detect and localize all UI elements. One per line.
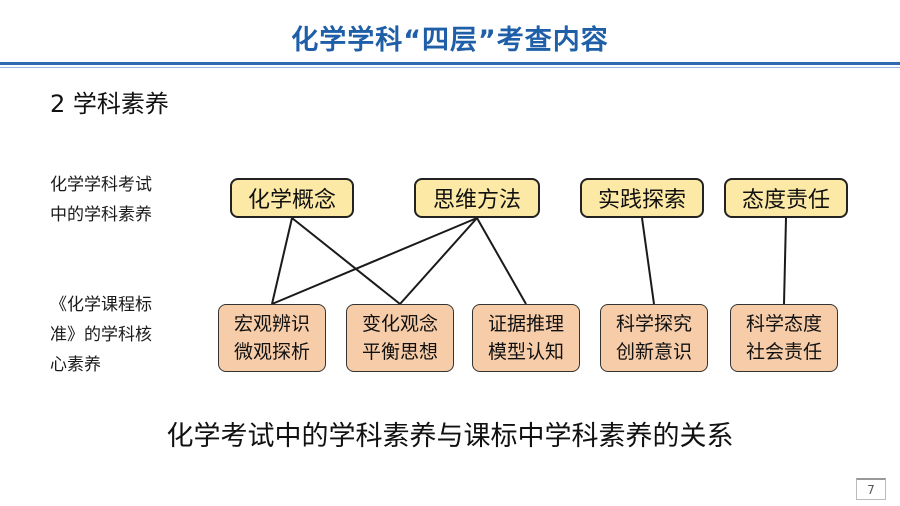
node-attitude-society: 科学态度 社会责任	[730, 304, 838, 372]
node-inquiry-innovation: 科学探究 创新意识	[600, 304, 708, 372]
node-line: 变化观念	[361, 313, 438, 335]
title-divider	[0, 62, 900, 65]
node-line: 宏观辨识	[233, 313, 310, 335]
row-label-line: 《化学课程标	[50, 295, 152, 315]
node-line: 科学态度	[745, 313, 822, 335]
row-label-line: 准》的学科核	[50, 325, 152, 345]
row-label-standard: 《化学课程标 准》的学科核 心素养	[50, 290, 200, 380]
node-evidence-model: 证据推理 模型认知	[472, 304, 580, 372]
node-line: 证据推理	[487, 313, 564, 335]
node-line: 平衡思想	[361, 341, 438, 363]
slide-title: 化学学科“四层”考查内容	[291, 25, 609, 56]
node-macro-micro: 宏观辨识 微观探析	[218, 304, 326, 372]
connector-t2-b3	[476, 217, 527, 305]
node-change-balance: 变化观念 平衡思想	[346, 304, 454, 372]
connector-t1-b1	[271, 217, 293, 305]
row-label-line: 化学学科考试	[50, 175, 152, 195]
connector-t2-b1	[271, 217, 478, 305]
node-line: 模型认知	[487, 341, 564, 363]
row-label-line: 中的学科素养	[50, 205, 152, 225]
title-divider-thin	[0, 67, 900, 68]
node-practice-exploration: 实践探索	[580, 178, 704, 218]
section-heading: 2 学科素养	[50, 90, 169, 118]
page-number: 7	[856, 478, 886, 500]
node-line: 社会责任	[745, 341, 822, 363]
node-chemical-concepts: 化学概念	[230, 178, 354, 218]
node-attitude-responsibility: 态度责任	[724, 178, 848, 218]
connector-t2-b2	[399, 217, 478, 305]
node-line: 创新意识	[615, 341, 692, 363]
connector-t1-b2	[291, 217, 401, 305]
node-thinking-methods: 思维方法	[414, 178, 540, 218]
diagram-caption: 化学考试中的学科素养与课标中学科素养的关系	[166, 421, 734, 452]
node-line: 微观探析	[233, 341, 310, 363]
node-line: 科学探究	[615, 313, 692, 335]
connector-t4-b5	[783, 217, 787, 305]
row-label-exam: 化学学科考试 中的学科素养	[50, 170, 200, 230]
row-label-line: 心素养	[50, 355, 101, 375]
connector-t3-b4	[641, 217, 655, 305]
